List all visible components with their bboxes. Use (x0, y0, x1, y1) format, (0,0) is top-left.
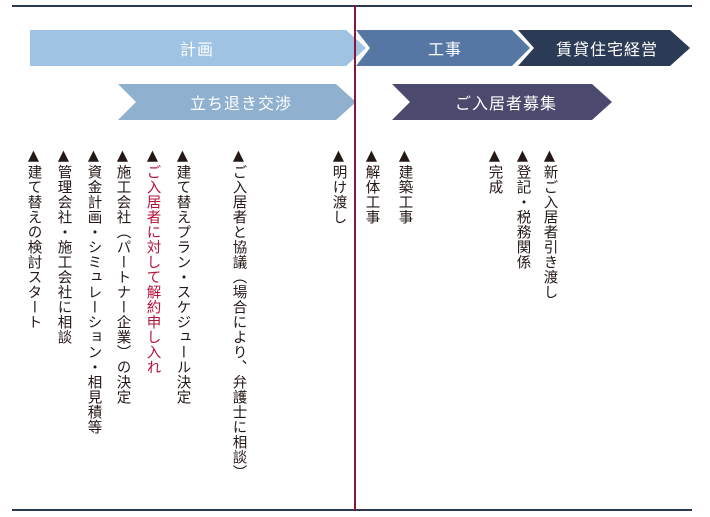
phase-arrows (30, 30, 690, 120)
triangle-marker-icon: ▲ (363, 148, 380, 165)
step-4-text: 施工会社（パートナー企業）の決定 (114, 164, 131, 405)
triangle-marker-icon: ▲ (85, 148, 102, 165)
step-12: ▲登記・税務関係 (514, 148, 531, 270)
step-1: ▲建て替えの検討スタート (25, 148, 42, 330)
phase-plan: 計画 (30, 30, 364, 66)
bottom-rule (12, 509, 692, 511)
step-6: ▲建て替えプラン・スケジュール決定 (174, 148, 191, 405)
phase-management-label: 賃貸住宅経営 (555, 40, 658, 59)
step-7-text: ご入居者と協議（場合により、弁護士に相談） (230, 164, 247, 480)
construction-arrow-shape (356, 30, 530, 66)
triangle-marker-icon: ▲ (144, 148, 161, 165)
step-2-text: 管理会社・施工会社に相談 (55, 164, 72, 345)
step-8-text: 明け渡し (330, 164, 347, 225)
triangle-marker-icon: ▲ (514, 148, 531, 165)
triangle-marker-icon: ▲ (114, 148, 131, 165)
negotiation-arrow-shape (118, 84, 356, 120)
step-13: ▲新ご入居者引き渡し (541, 148, 558, 300)
step-5-text: ご入居者に対して解約申し入れ (144, 164, 161, 375)
step-9-text: 解体工事 (363, 164, 380, 225)
phase-construction-label: 工事 (427, 40, 462, 59)
triangle-marker-icon: ▲ (396, 148, 413, 165)
step-7: ▲ご入居者と協議（場合により、弁護士に相談） (230, 148, 247, 480)
step-13-text: 新ご入居者引き渡し (541, 164, 558, 300)
phase-divider-line (354, 5, 356, 511)
phase-recruitment: ご入居者募集 (410, 84, 602, 120)
step-10-text: 建築工事 (396, 164, 413, 225)
triangle-marker-icon: ▲ (330, 148, 347, 165)
step-3: ▲資金計画・シミュレーション・相見積等 (85, 148, 102, 435)
triangle-marker-icon: ▲ (55, 148, 72, 165)
triangle-marker-icon: ▲ (486, 148, 503, 165)
step-6-text: 建て替えプラン・スケジュール決定 (174, 164, 191, 405)
step-5: ▲ご入居者に対して解約申し入れ (144, 148, 161, 375)
phase-plan-label: 計画 (179, 40, 214, 59)
top-rule (12, 5, 692, 7)
step-2: ▲管理会社・施工会社に相談 (55, 148, 72, 345)
step-11-text: 完成 (486, 164, 503, 195)
plan-arrow-shape (30, 30, 366, 66)
triangle-marker-icon: ▲ (541, 148, 558, 165)
step-12-text: 登記・税務関係 (514, 164, 531, 270)
step-10: ▲建築工事 (396, 148, 413, 225)
phase-recruitment-label: ご入居者募集 (454, 94, 557, 113)
step-8: ▲明け渡し (330, 148, 347, 225)
step-11: ▲完成 (486, 148, 503, 195)
triangle-marker-icon: ▲ (174, 148, 191, 165)
phase-negotiation-label: 立ち退き交渉 (189, 94, 292, 113)
step-9: ▲解体工事 (363, 148, 380, 225)
step-1-text: 建て替えの検討スタート (25, 164, 42, 330)
phase-construction: 工事 (370, 30, 520, 66)
triangle-marker-icon: ▲ (25, 148, 42, 165)
step-4: ▲施工会社（パートナー企業）の決定 (114, 148, 131, 405)
phase-negotiation: 立ち退き交渉 (136, 84, 346, 120)
recruitment-arrow-shape (392, 84, 612, 120)
step-3-text: 資金計画・シミュレーション・相見積等 (85, 164, 102, 435)
triangle-marker-icon: ▲ (230, 148, 247, 165)
management-arrow-shape (518, 30, 690, 66)
phase-management: 賃貸住宅経営 (534, 30, 680, 66)
